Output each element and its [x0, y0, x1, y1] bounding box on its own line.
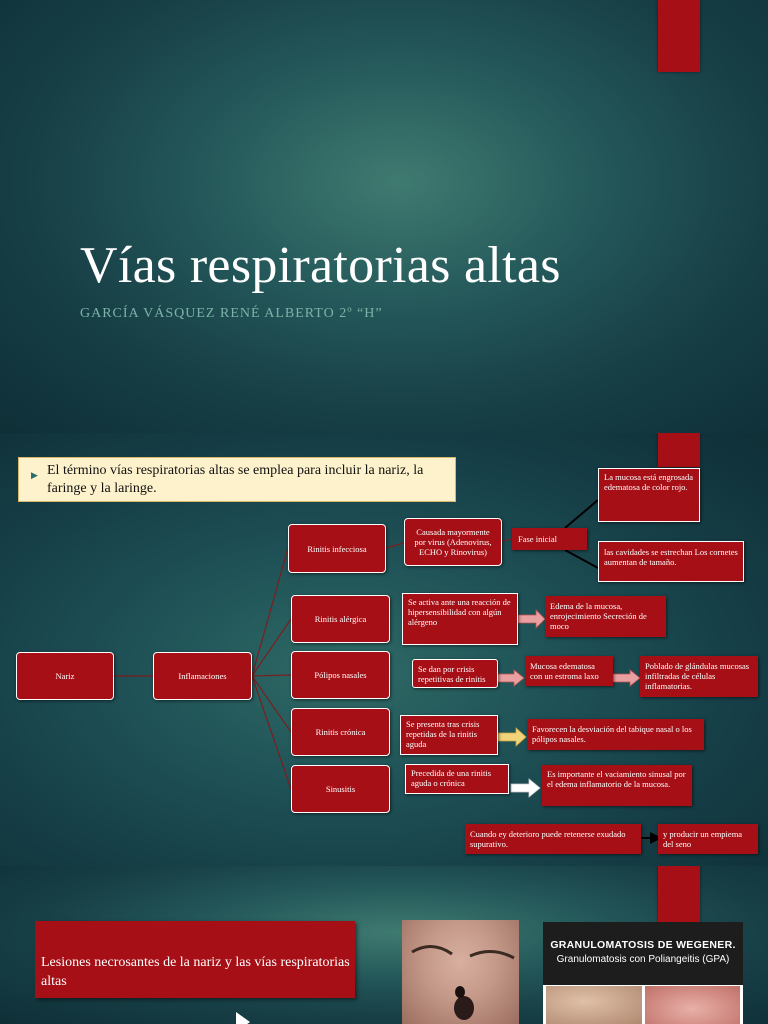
- accent-bar: [658, 0, 700, 72]
- intro-text: El término vías respiratorias altas se e…: [47, 463, 424, 496]
- detail-mucosa-estroma: Mucosa edematosa con un estroma laxo: [525, 656, 613, 686]
- face-illustration: [411, 945, 515, 1020]
- accent-bar: [658, 433, 700, 467]
- wegener-header: GRANULOMATOSIS DE WEGENER. Granulomatosi…: [543, 922, 743, 985]
- wegener-subtitle: Granulomatosis con Poliangeitis (GPA): [556, 954, 730, 965]
- intro-callout: ▶ El término vías respiratorias altas se…: [18, 457, 456, 502]
- detail-fase-inicial: Fase inicial: [512, 528, 587, 550]
- node-nariz: Nariz: [16, 652, 114, 700]
- wegener-card: GRANULOMATOSIS DE WEGENER. Granulomatosi…: [543, 922, 743, 1024]
- detail-causada: Causada mayormente por virus (Adenovirus…: [404, 518, 502, 566]
- connector-lines: [114, 499, 662, 844]
- lesions-slide: Lesiones necrosantes de la nariz y las v…: [0, 866, 768, 1024]
- detail-favorecen: Favorecen la desviación del tabique nasa…: [527, 719, 704, 750]
- accent-bar: [658, 866, 700, 923]
- slide-subtitle: GARCÍA VÁSQUEZ RENÉ ALBERTO 2º “H”: [80, 306, 383, 321]
- detail-tras-crisis: Se presenta tras crisis repetidas de la …: [400, 715, 498, 755]
- detail-precedida: Precedida de una rinitis aguda o crónica: [405, 764, 509, 794]
- lesiones-heading: Lesiones necrosantes de la nariz y las v…: [35, 921, 355, 998]
- node-rinitis-alergica: Rinitis alérgica: [291, 595, 390, 643]
- diagram-slide: ▶ El término vías respiratorias altas se…: [0, 433, 768, 866]
- detail-deterioro: Cuando ey deterioro puede retenerse exud…: [465, 824, 641, 854]
- wegener-photo-nose: [546, 986, 642, 1024]
- wegener-photo-mouth: [644, 986, 740, 1024]
- detail-empiema: y producir un empiema del seno: [658, 824, 758, 854]
- title-slide: Vías respiratorias altas GARCÍA VÁSQUEZ …: [0, 0, 768, 433]
- node-polipos-nasales: Pólipos nasales: [291, 651, 390, 699]
- node-rinitis-infecciosa: Rinitis infecciosa: [288, 524, 386, 573]
- detail-crisis-repetitivas: Se dan por crisis repetitivas de rinitis: [412, 659, 498, 688]
- bullet-icon: ▶: [31, 470, 38, 480]
- detail-edema: Edema de la mucosa, enrojecimiento Secre…: [545, 596, 666, 637]
- detail-mucosa-roja: La mucosa está engrosada edematosa de co…: [598, 468, 700, 522]
- detail-vaciamiento: Es importante el vaciamiento sinusal por…: [542, 765, 692, 806]
- node-sinusitis: Sinusitis: [291, 765, 390, 813]
- slide-title: Vías respiratorias altas: [80, 237, 561, 294]
- patient-photo: [402, 920, 519, 1024]
- node-inflamaciones: Inflamaciones: [153, 652, 252, 700]
- wegener-title: GRANULOMATOSIS DE WEGENER.: [550, 939, 736, 951]
- detail-se-activa: Se activa ante una reacción de hipersens…: [402, 593, 518, 645]
- detail-cavidades: las cavidades se estrechan Los cornetes …: [598, 541, 744, 582]
- detail-poblado: Poblado de glándulas mucosas infiltradas…: [640, 656, 758, 697]
- node-rinitis-cronica: Rinitis crónica: [291, 708, 390, 756]
- play-arrow-icon: [236, 1012, 250, 1024]
- wegener-images: [546, 986, 740, 1024]
